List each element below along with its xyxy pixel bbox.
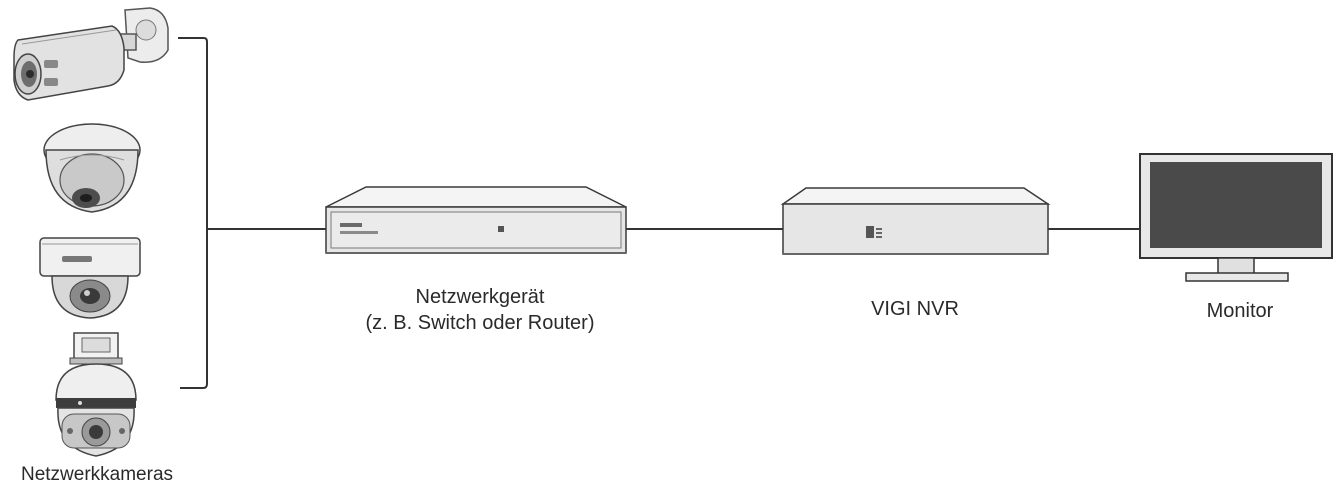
cameras-label: Netzwerkkameras (20, 464, 174, 485)
nvr-device-icon (780, 187, 1051, 255)
turret-camera-icon (43, 123, 141, 213)
dome-camera-icon (39, 237, 141, 319)
bullet-camera-icon (13, 7, 169, 101)
ptz-camera-icon (55, 332, 137, 457)
network-switch-icon (325, 186, 627, 254)
nvr-label: VIGI NVR (871, 298, 959, 320)
network-device-sublabel: (z. B. Switch oder Router) (365, 312, 595, 334)
monitor-icon (1139, 153, 1333, 282)
network-device-label: Netzwerkgerät (415, 286, 545, 308)
camera-bracket (178, 37, 208, 389)
monitor-label: Monitor (1206, 300, 1274, 322)
